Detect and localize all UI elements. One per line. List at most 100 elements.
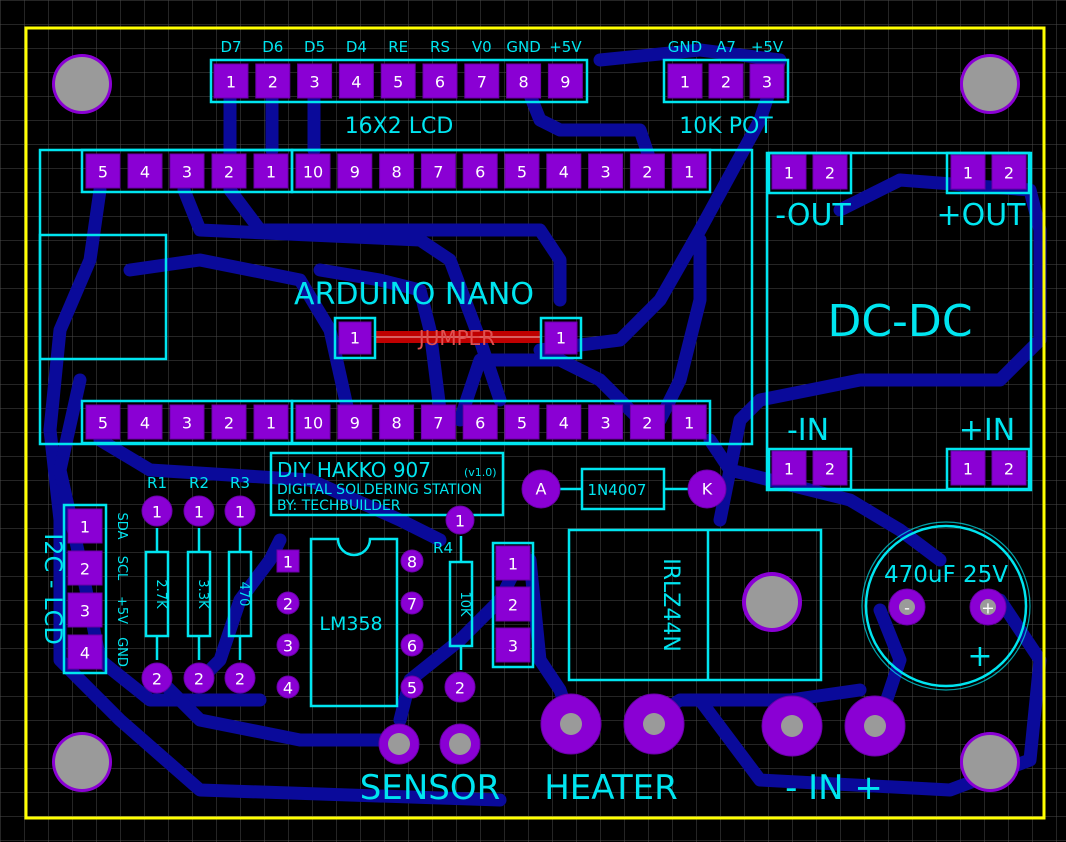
nano-pad (462, 404, 498, 440)
mosfet-part: IRLZ44N (658, 558, 683, 652)
ic-pad (276, 549, 300, 573)
jumper: 1 1 JUMPER (333, 316, 583, 360)
dcdc-title: DC-DC (827, 296, 972, 347)
ic-part: LM358 (319, 613, 382, 635)
pot-pad-number: 3 (762, 73, 772, 92)
lcd-pad (338, 63, 374, 99)
resistor-ref: R1 (147, 474, 167, 492)
nano-pad (420, 153, 456, 189)
i2c-pad-number: 2 (80, 560, 90, 579)
nano-title: ARDUINO NANO (294, 277, 534, 312)
lcd-pad-number: 3 (310, 73, 320, 92)
resistor-value: 2.7K (153, 579, 168, 609)
i2c-pin-label: GND (114, 637, 129, 667)
lcd-pad-number: 4 (351, 73, 361, 92)
nano-pad-number: 4 (559, 414, 569, 433)
ic-pad-number: 2 (283, 595, 293, 614)
nano-pad-number: 10 (303, 163, 323, 182)
nano-pad-number: 1 (266, 163, 276, 182)
nano-pad-number: 4 (559, 163, 569, 182)
ic-pad-number: 4 (283, 679, 293, 698)
resistor-pad (444, 671, 476, 703)
nano-pad-number: 8 (392, 163, 402, 182)
lcd-pad-number: 7 (477, 73, 487, 92)
i2c-pin-label: SCL (114, 556, 129, 581)
dcdc-pad-number: 2 (825, 460, 835, 479)
dcdc-pad-number: 2 (825, 164, 835, 183)
nano-pad (504, 153, 540, 189)
nano-pad-number: 3 (182, 163, 192, 182)
header3-pad-number: 3 (508, 637, 518, 656)
lcd-pad (380, 63, 416, 99)
nano-pad (253, 404, 289, 440)
mounting-holes (52, 54, 1020, 792)
i2c-pad (67, 508, 103, 544)
resistor-ref: R2 (189, 474, 209, 492)
lcd-pad (422, 63, 458, 99)
dcdc-pad-number: 2 (1004, 460, 1014, 479)
dcdc-pad (950, 154, 986, 190)
nano-pad-number: 4 (140, 414, 150, 433)
header-3pin: 123 (491, 541, 535, 669)
nano-pad (588, 404, 624, 440)
dcdc-out-neg: -OUT (775, 198, 851, 233)
lcd-pin-label: GND (506, 38, 540, 56)
i2c-pad-number: 3 (80, 602, 90, 621)
nano-pad (295, 404, 331, 440)
cap-pos: + (981, 599, 994, 618)
resistor-pad (224, 662, 256, 694)
lcd-pad-number: 5 (393, 73, 403, 92)
ic-pad (276, 633, 300, 657)
nano-pad-number: 3 (182, 414, 192, 433)
jumper-pad-num: 1 (556, 329, 566, 348)
mosfet: IRLZ44N (567, 528, 823, 682)
lcd-pad-number: 6 (435, 73, 445, 92)
input-label: - IN + (785, 768, 883, 808)
nano-pad-number: 1 (684, 414, 694, 433)
resistor-pad (445, 505, 475, 535)
lcd-pin-label: D4 (346, 38, 367, 56)
i2c-pad (67, 592, 103, 628)
pot-pad-number: 1 (680, 73, 690, 92)
header3-pad-number: 2 (508, 596, 518, 615)
nano-pad (211, 404, 247, 440)
board-outline (24, 26, 1046, 820)
ic-pad (400, 591, 424, 615)
resistor-value: 470 (236, 582, 251, 607)
nano-pad (671, 153, 707, 189)
lcd-pin-label: RE (388, 38, 408, 56)
nano-pad-number: 5 (98, 163, 108, 182)
resistor-pad (224, 495, 256, 527)
jumper-label: JUMPER (417, 326, 495, 350)
dcdc-pad (950, 450, 986, 486)
i2c-pin-label: SDA (114, 513, 129, 540)
diode-anode: A (536, 480, 547, 499)
lcd-pad (213, 63, 249, 99)
i2c-pad (67, 550, 103, 586)
resistor-value: 10K (457, 591, 472, 617)
pot-pin-label: +5V (751, 38, 784, 56)
lcd-pad (506, 63, 542, 99)
dcdc-in-pos: +IN (959, 413, 1015, 448)
nano-pad (546, 404, 582, 440)
nano-pad-number: 2 (224, 414, 234, 433)
nano-pad (379, 153, 415, 189)
cap-plus-mark: + (967, 639, 992, 674)
nano-pad (253, 153, 289, 189)
dcdc-pad (991, 154, 1027, 190)
resistor-pad (183, 662, 215, 694)
nano-pad (169, 404, 205, 440)
diode: A K 1N4007 (521, 467, 727, 511)
ic-pad-number: 8 (407, 553, 417, 572)
capacitor: - + 470uF 25V + (861, 521, 1031, 691)
lcd-pad (297, 63, 333, 99)
nano-pad-number: 3 (601, 414, 611, 433)
nano-pad-number: 5 (517, 414, 527, 433)
resistor-pad-number: 2 (194, 670, 204, 689)
jumper-pad (338, 321, 372, 355)
nano-pad (629, 153, 665, 189)
